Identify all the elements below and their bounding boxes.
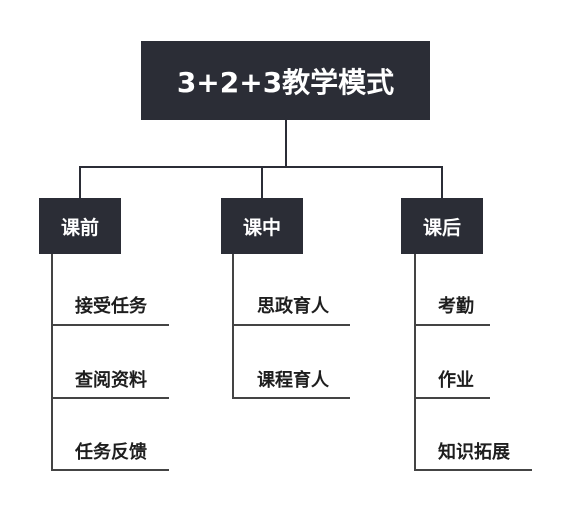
item-underline — [51, 324, 169, 326]
item-underline — [51, 469, 169, 471]
item-underline — [51, 397, 169, 399]
item-consult-materials: 查阅资料 — [75, 370, 147, 391]
root-node: 3+2+3教学模式 — [141, 41, 430, 120]
column-during-class: 课中 — [221, 198, 303, 254]
column-after-class: 课后 — [401, 198, 483, 254]
column-after-vertical-line — [414, 254, 416, 470]
item-accept-task: 接受任务 — [75, 296, 147, 317]
column-during-label: 课中 — [242, 216, 281, 239]
item-knowledge-expansion: 知识拓展 — [438, 442, 510, 463]
column-before-label: 课前 — [60, 216, 99, 239]
item-underline — [232, 324, 350, 326]
branch-line-during — [261, 166, 263, 198]
item-underline — [414, 324, 490, 326]
root-stem-line — [285, 120, 287, 167]
item-attendance: 考勤 — [438, 296, 474, 317]
branch-line-after — [441, 166, 443, 198]
column-during-vertical-line — [232, 254, 234, 398]
item-homework: 作业 — [438, 370, 474, 391]
item-underline — [414, 397, 490, 399]
item-course-education: 课程育人 — [257, 370, 329, 391]
item-task-feedback: 任务反馈 — [75, 442, 147, 463]
root-label: 3+2+3教学模式 — [176, 65, 395, 99]
item-underline — [232, 397, 350, 399]
column-before-vertical-line — [51, 254, 53, 470]
column-after-label: 课后 — [422, 216, 461, 239]
item-underline — [414, 469, 532, 471]
item-ideological-education: 思政育人 — [257, 296, 329, 317]
column-before-class: 课前 — [39, 198, 121, 254]
branch-line-before — [79, 166, 81, 198]
